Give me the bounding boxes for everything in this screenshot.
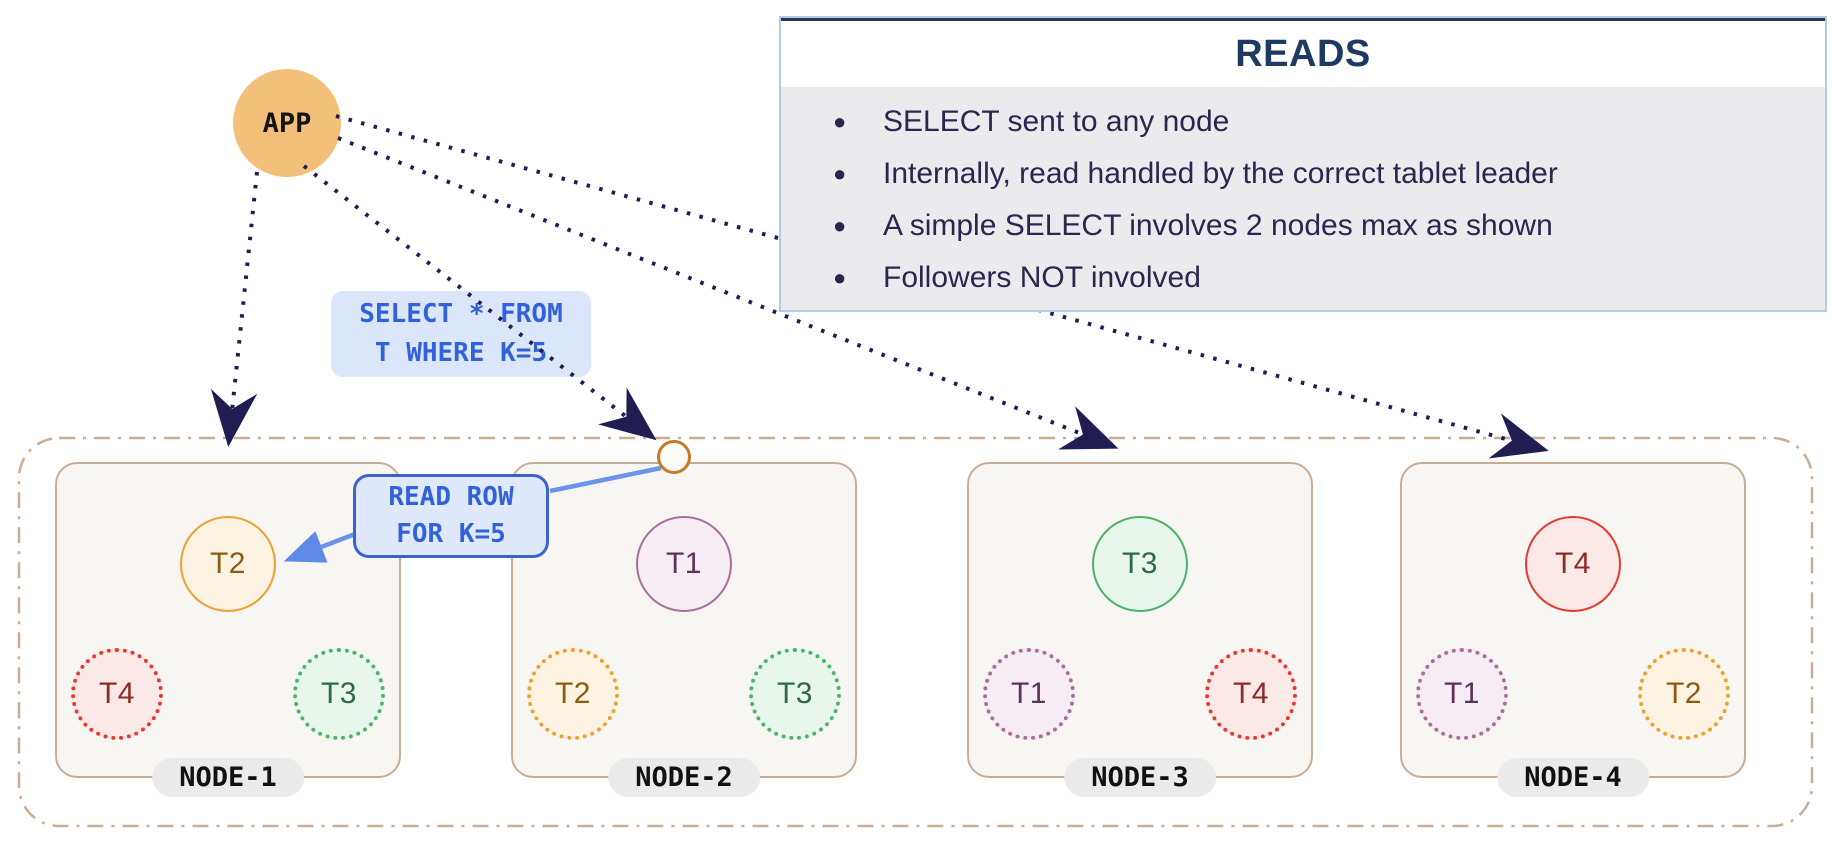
bullet-text: Followers NOT involved [883,261,1201,294]
reads-bullet-item: ● SELECT sent to any node [781,96,1825,148]
tablet-follower-t3: T3 [293,648,385,740]
node-2-box: T1 T2 T3 NODE-2 [511,462,857,797]
reads-panel-title: READS [1235,32,1371,75]
sql-query-line2: T WHERE K=5 [374,338,548,368]
node-1-box: T2 T4 T3 NODE-1 [55,462,401,797]
node-1-label: NODE-1 [152,758,304,797]
app-node: APP [233,69,341,177]
reads-bullet-item: ● Followers NOT involved [781,252,1825,304]
tablet-follower-t4: T4 [1205,648,1297,740]
reads-bullet-item: ● A simple SELECT involves 2 nodes max a… [781,200,1825,252]
tablet-leader-t1: T1 [636,516,732,612]
reads-bullet-item: ● Internally, read handled by the correc… [781,148,1825,200]
bullet-text: Internally, read handled by the correct … [883,157,1558,190]
arrow-app-to-node-1 [210,171,259,447]
bullet-icon: ● [833,161,847,186]
tablet-follower-t1: T1 [1416,648,1508,740]
bullet-text: SELECT sent to any node [883,105,1230,138]
sql-query-line1: SELECT * FROM [359,299,563,329]
node-3-label: NODE-3 [1064,758,1216,797]
node-4-label: NODE-4 [1497,758,1649,797]
tablet-leader-t2: T2 [180,516,276,612]
bullet-icon: ● [833,265,847,290]
reads-panel-body: ● SELECT sent to any node ● Internally, … [781,87,1825,310]
tablet-follower-t1: T1 [983,648,1075,740]
tablet-leader-t3: T3 [1092,516,1188,612]
node-3-box: T3 T1 T4 NODE-3 [967,462,1313,797]
sql-query-label: SELECT * FROM T WHERE K=5 [331,291,591,377]
node-2-entry-point [657,440,691,474]
tablet-follower-t2: T2 [527,648,619,740]
bullet-icon: ● [833,213,847,238]
read-row-line1: READ ROW [388,482,514,512]
read-row-line2: FOR K=5 [396,519,506,549]
app-label: APP [262,107,312,139]
tablet-follower-t2: T2 [1638,648,1730,740]
tablet-leader-t4: T4 [1525,516,1621,612]
node-2-label: NODE-2 [608,758,760,797]
tablet-follower-t3: T3 [749,648,841,740]
reads-info-panel: READS ● SELECT sent to any node ● Intern… [779,16,1827,312]
read-row-callout: READ ROW FOR K=5 [353,474,549,558]
bullet-text: A simple SELECT involves 2 nodes max as … [883,209,1553,242]
tablet-follower-t4: T4 [71,648,163,740]
reads-panel-header: READS [781,18,1825,87]
node-4-box: T4 T1 T2 NODE-4 [1400,462,1746,797]
bullet-icon: ● [833,109,847,134]
